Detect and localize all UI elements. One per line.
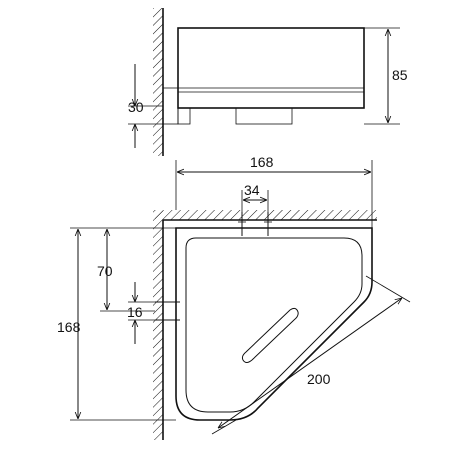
plan-left-wall-hatch: [153, 210, 163, 440]
plan-shelf-inner-tray: [185, 237, 363, 413]
plan-height-label: 168: [57, 319, 81, 335]
side-mount-bracket: [162, 87, 179, 125]
plan-top-wall-hatch: [155, 210, 377, 220]
plan-offset-label: 70: [97, 263, 113, 279]
plan-drain-slot: [241, 307, 299, 363]
side-view: 85 30: [128, 8, 408, 156]
plan-diag-dim-line: [218, 298, 402, 428]
side-wall-hatch: [153, 8, 163, 156]
plan-small-label: 16: [127, 304, 143, 320]
plan-diag-label: 200: [307, 371, 331, 387]
side-height-label: 85: [392, 67, 408, 83]
plan-view: 168 34 168 70 16 200: [57, 154, 411, 440]
side-mount-plate: [177, 107, 191, 125]
side-mount-label: 30: [128, 99, 144, 115]
plan-diag-ext-bottom: [211, 419, 237, 435]
plan-shelf-outline: [175, 227, 373, 421]
plan-width-label: 168: [250, 154, 274, 170]
plan-diag-ext-top: [365, 275, 411, 303]
side-drain-foot: [235, 107, 293, 125]
plan-slot-label: 34: [244, 182, 260, 198]
side-shelf-body: [177, 27, 365, 109]
